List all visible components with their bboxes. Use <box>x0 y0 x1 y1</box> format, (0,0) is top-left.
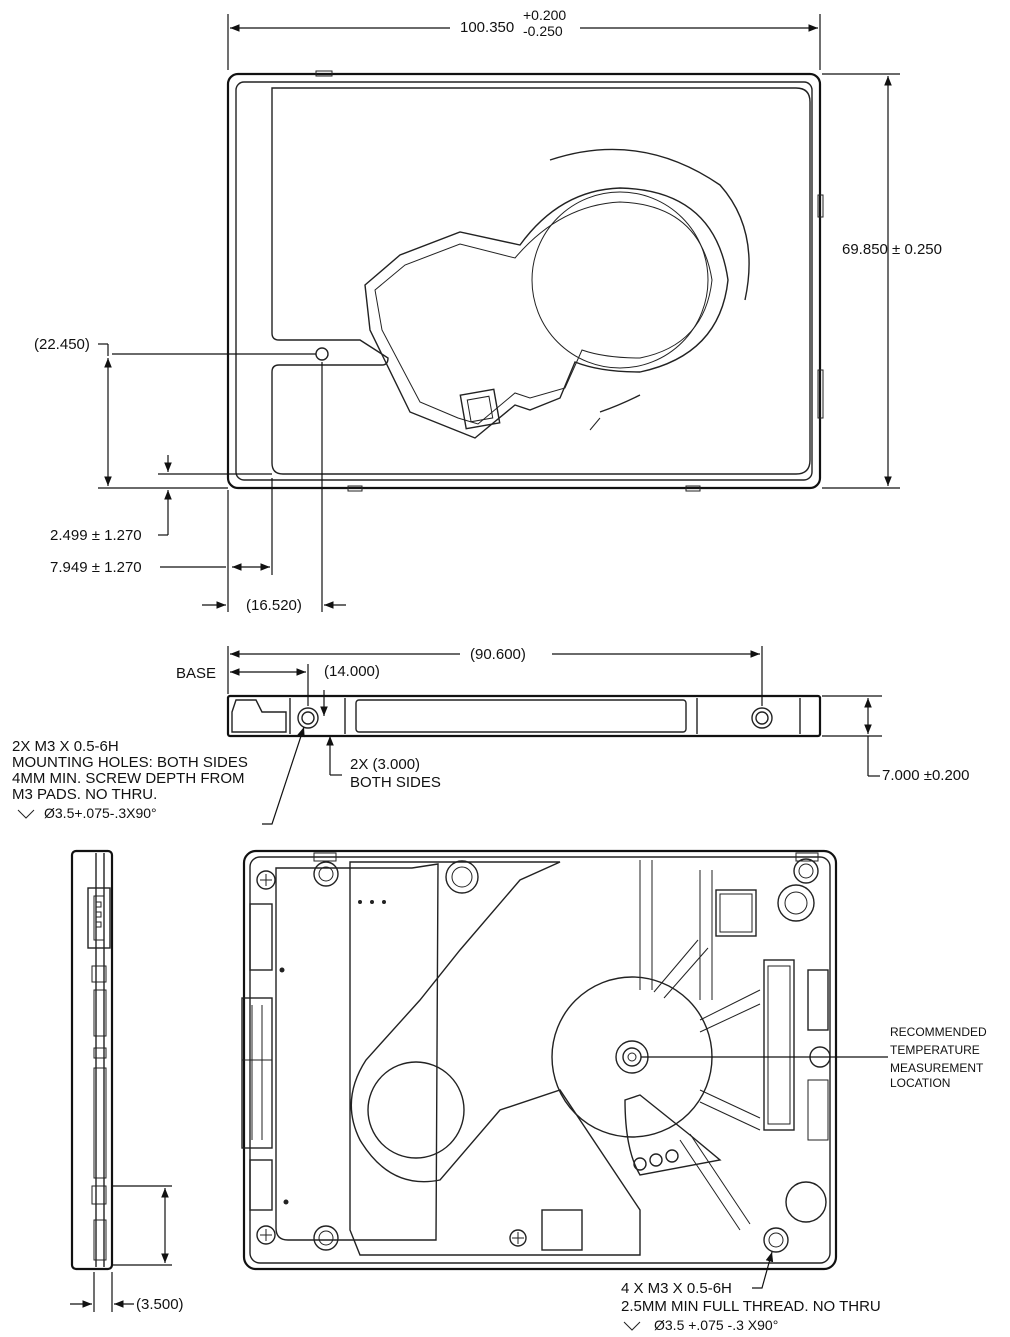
offset-a-label: 2.499 ± 1.270 <box>50 527 142 544</box>
temperature-note-3: MEASUREMENT <box>890 1061 984 1075</box>
width-tol-plus-label: +0.200 <box>523 7 566 23</box>
bottom-view-outline <box>242 849 838 1271</box>
top-cover-plate <box>271 87 811 475</box>
bottom-boss-top <box>445 860 479 894</box>
top-view-inner-outline <box>235 81 813 481</box>
side-holes-note-2: MOUNTING HOLES: BOTH SIDES <box>12 754 248 771</box>
edge-tab-top <box>315 70 333 77</box>
hole-spacing-label: (90.600) <box>470 646 526 663</box>
head-actuator-inner <box>374 201 713 425</box>
end-dimensions: (3.500) <box>70 1185 184 1313</box>
top-view <box>226 70 824 492</box>
bottom-slot-upper <box>715 889 757 937</box>
head-actuator-cover <box>364 187 729 439</box>
platter-tick <box>589 417 601 431</box>
actuator-pivot <box>367 1061 465 1159</box>
platter-arc-bottom <box>599 394 641 413</box>
offset-b-label: 7.949 ± 1.270 <box>50 559 142 576</box>
mount-hole-top-right <box>793 858 819 884</box>
hole-x-ref-label: (16.520) <box>246 597 302 614</box>
edge-tab-right-1 <box>817 194 824 218</box>
actuator-arm <box>624 1094 722 1176</box>
spindle-ring <box>531 191 709 369</box>
side-view-outline <box>226 694 822 738</box>
top-view-outline <box>226 72 822 490</box>
width-tol-minus-label: -0.250 <box>523 23 563 39</box>
temperature-measure-point-icon <box>622 1047 642 1067</box>
actuator-recess <box>349 861 641 1256</box>
countersink-icon <box>17 809 35 819</box>
side-holes-note-4: M3 PADS. NO THRU. <box>12 786 157 803</box>
height-label: 69.850 ± 0.250 <box>842 241 942 258</box>
side-holes-note-5: Ø3.5+.075-.3X90° <box>44 805 157 821</box>
bottom-slot-right <box>807 969 829 1031</box>
bottom-view-inner <box>249 856 831 1264</box>
countersink-icon-bottom <box>623 1321 641 1331</box>
screw-top-left <box>256 870 276 890</box>
pcb-chip-upper <box>249 903 273 971</box>
mount-hole-top-left <box>313 861 339 887</box>
side-mount-hole-front <box>297 707 319 729</box>
end-view <box>70 849 114 1271</box>
side-depth-line-2: BOTH SIDES <box>350 774 441 791</box>
end-view-outline <box>70 849 114 1271</box>
edge-tab-bottom-1 <box>347 485 363 492</box>
bottom-view <box>241 849 838 1271</box>
side-depth-line-1: 2X (3.000) <box>350 756 420 773</box>
thickness-tolerance: ±0.200 <box>924 767 970 784</box>
temperature-note-2: TEMPERATURE <box>890 1043 980 1057</box>
connector-edge <box>231 699 287 733</box>
bottom-boss-right <box>777 884 815 922</box>
width-nominal-label: 100.350 <box>460 19 514 36</box>
base-label: BASE <box>176 665 216 682</box>
screw-bottom-left <box>256 1225 276 1245</box>
hole-y-ref-label: (22.450) <box>34 336 90 353</box>
top-dimensions: 100.350 +0.200 -0.250 69.850 ± 0.250 (22… <box>34 7 942 614</box>
thickness-label: 7.000 ±0.200 <box>882 767 970 784</box>
bottom-holes-note-1: 4 X M3 X 0.5-6H <box>621 1280 732 1297</box>
temperature-note-4: LOCATION <box>890 1076 950 1090</box>
temperature-note-1: RECOMMENDED <box>890 1025 987 1039</box>
side-holes-note-1: 2X M3 X 0.5-6H <box>12 738 119 755</box>
side-mount-hole-front-inner <box>301 711 315 725</box>
platter-arc-top <box>549 148 750 301</box>
actuator-pad-inner <box>466 395 494 423</box>
edge-tab-right-2 <box>817 369 824 419</box>
sata-connector <box>241 997 273 1149</box>
pcb-chip-lower <box>249 1159 273 1211</box>
side-dimensions: (90.600) BASE (14.000) 7.000 ±0.200 2X (… <box>12 646 970 825</box>
label-area <box>541 1209 583 1251</box>
side-hole-ref-label: (3.500) <box>136 1296 184 1313</box>
side-mount-hole-rear <box>751 707 773 729</box>
end-connector-block <box>87 887 111 949</box>
side-holes-note-3: 4MM MIN. SCREW DEPTH FROM <box>12 770 245 787</box>
cover-hole <box>315 347 329 361</box>
thickness-value: 7.000 <box>882 767 924 784</box>
side-recess <box>355 699 687 733</box>
edge-tab-bottom-2 <box>685 485 701 492</box>
side-view <box>226 694 822 738</box>
bottom-slot-long <box>763 959 795 1131</box>
screw-bottom-center <box>509 1229 527 1247</box>
pcb-board <box>275 863 439 1241</box>
actuator-pad <box>459 388 501 430</box>
mount-hole-bottom-right <box>763 1227 789 1253</box>
base-to-hole-label: (14.000) <box>324 663 380 680</box>
bottom-boss-lower-right <box>785 1181 827 1223</box>
mount-hole-bottom-left <box>313 1225 339 1251</box>
side-mount-hole-rear-inner <box>755 711 769 725</box>
bottom-holes-note-3: Ø3.5 +.075 -.3 X90° <box>654 1317 778 1333</box>
bottom-holes-note-2: 2.5MM MIN FULL THREAD. NO THRU <box>621 1298 881 1315</box>
bottom-annotations: RECOMMENDED TEMPERATURE MEASUREMENT LOCA… <box>621 1025 987 1333</box>
